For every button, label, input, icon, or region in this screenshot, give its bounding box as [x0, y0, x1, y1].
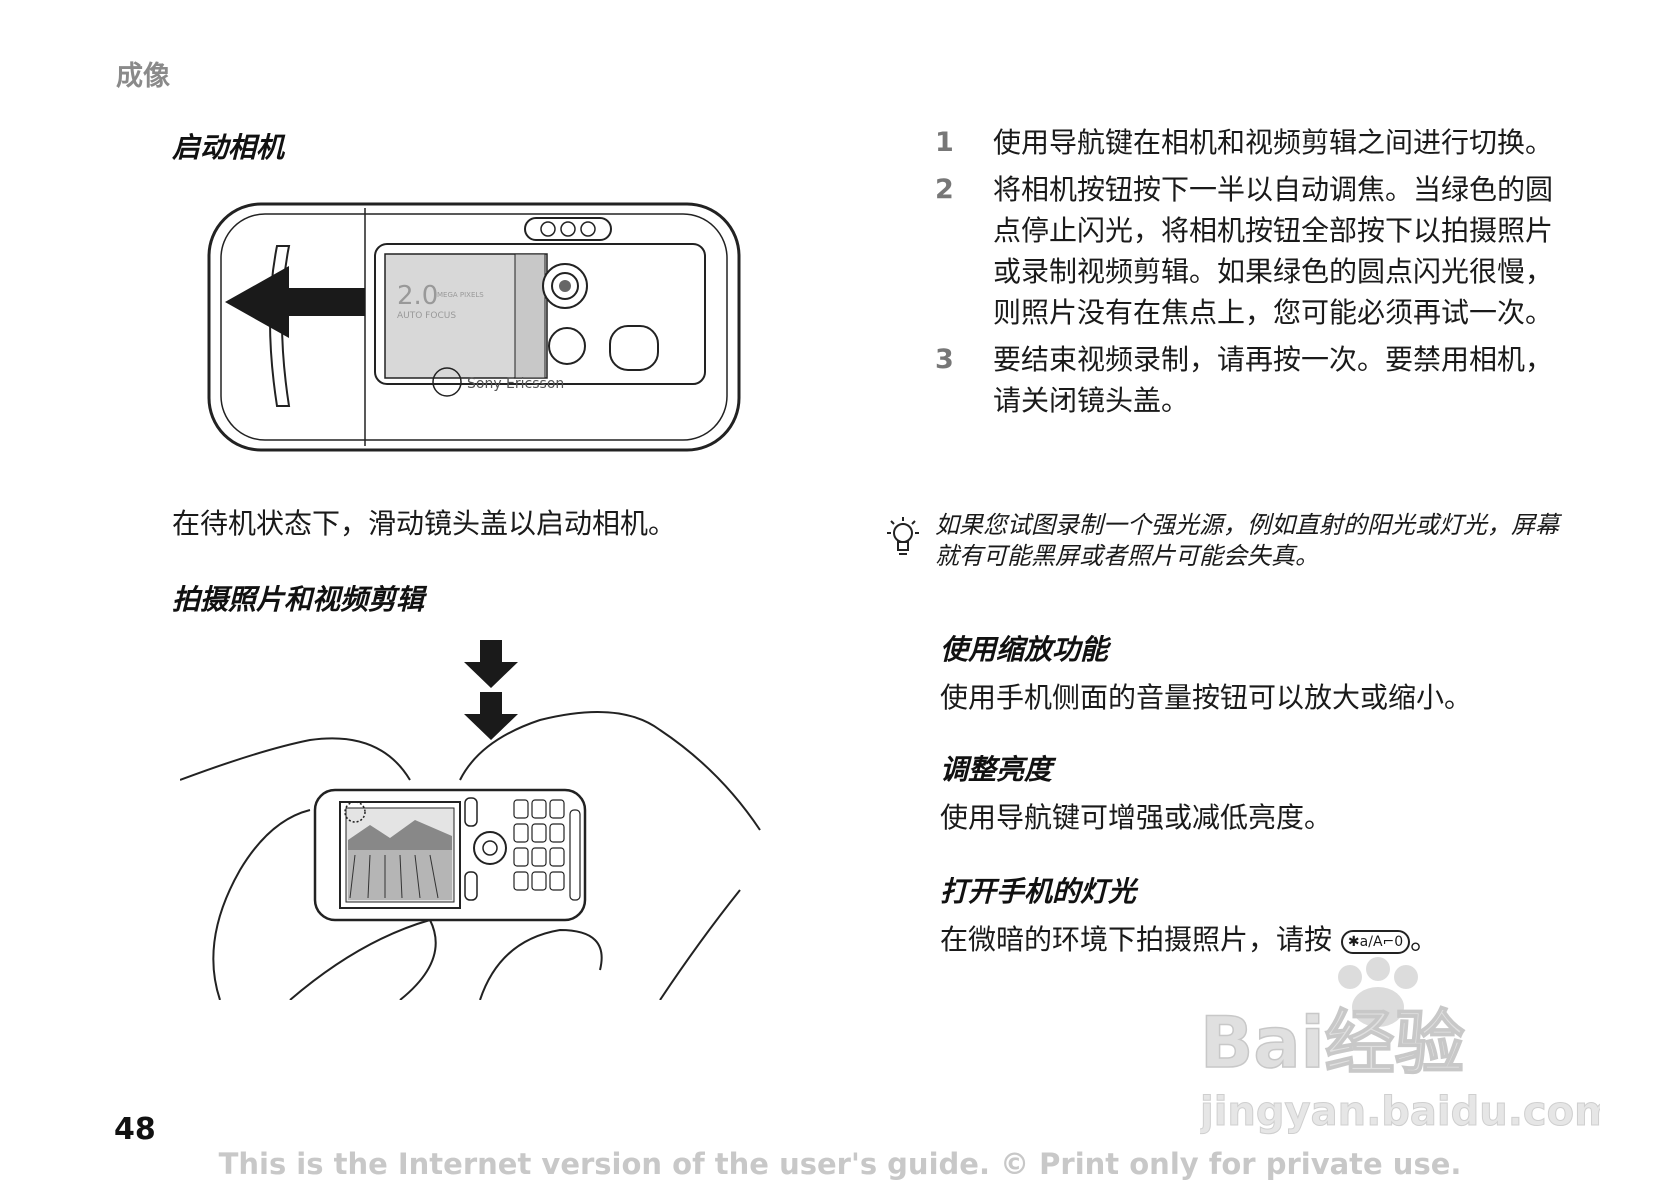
- heading-brightness: 调整亮度: [940, 753, 1053, 786]
- paw-icon: [1338, 957, 1418, 1027]
- step-item: 3 要结束视频录制，请再按一次。要禁用相机，请关闭镜头盖。: [935, 339, 1575, 421]
- step-text: 要结束视频录制，请再按一次。要禁用相机，请关闭镜头盖。: [993, 343, 1554, 417]
- hands-phone-illustration: [180, 640, 761, 1000]
- watermark-logo: Bai经验: [1200, 1002, 1465, 1084]
- heading-take-photo: 拍摄照片和视频剪辑: [172, 583, 425, 616]
- baidu-watermark: Bai经验 jingyan.baidu.com: [1200, 957, 1600, 1135]
- section-title: 成像: [116, 61, 170, 92]
- slide-arrow-icon: [225, 266, 365, 338]
- press-down-arrows-icon: [464, 640, 518, 740]
- page-number: 48: [114, 1112, 156, 1147]
- step-item: 1 使用导航键在相机和视频剪辑之间进行切换。: [935, 122, 1575, 163]
- sony-ericsson-logo-icon: [432, 367, 462, 397]
- heading-light: 打开手机的灯光: [940, 875, 1137, 908]
- step-text: 使用导航键在相机和视频剪辑之间进行切换。: [993, 126, 1554, 159]
- brightness-text: 使用导航键可增强或减低亮度。: [940, 801, 1333, 834]
- heading-start-camera: 启动相机: [172, 131, 285, 164]
- step-number: 3: [935, 344, 954, 375]
- footer-notice: This is the Internet version of the user…: [218, 1147, 1462, 1181]
- badge-megapixel: 2.0: [397, 281, 438, 311]
- brand-label: Sony Ericsson: [467, 376, 564, 392]
- star-key-icon: ✱a/A⌐0: [1340, 929, 1411, 954]
- lightbulb-tip-icon: [887, 517, 919, 555]
- step-text: 将相机按钮按下一半以自动调焦。当绿色的圆点停止闪光，将相机按钮全部按下以拍摄照片…: [993, 173, 1554, 329]
- step-list: 1 使用导航键在相机和视频剪辑之间进行切换。 2 将相机按钮按下一半以自动调焦。…: [935, 122, 1575, 427]
- step-number: 1: [935, 127, 954, 158]
- light-text-end: 。: [1410, 923, 1439, 956]
- badge-auto-focus: AUTO FOCUS: [397, 311, 456, 321]
- watermark-url: jingyan.baidu.com: [1200, 1089, 1600, 1135]
- tip-text: 如果您试图录制一个强光源，例如直射的阳光或灯光，屏幕就有可能黑屏或者照片可能会失…: [935, 511, 1559, 570]
- zoom-text: 使用手机侧面的音量按钮可以放大或缩小。: [940, 681, 1473, 714]
- heading-zoom: 使用缩放功能: [940, 633, 1109, 666]
- light-text: 在微暗的环境下拍摄照片，请按: [940, 923, 1333, 956]
- step-item: 2 将相机按钮按下一半以自动调焦。当绿色的圆点停止闪光，将相机按钮全部按下以拍摄…: [935, 169, 1575, 333]
- badge-mega-pixels: MEGA PIXELS: [437, 291, 484, 299]
- light-instruction: 在微暗的环境下拍摄照片，请按 ✱a/A⌐0。: [940, 918, 1438, 958]
- camera-back-illustration: 2.0 MEGA PIXELS AUTO FOCUS Sony Ericsson: [207, 202, 741, 452]
- step-number: 2: [935, 174, 954, 205]
- start-camera-text: 在待机状态下，滑动镜头盖以启动相机。: [172, 507, 677, 540]
